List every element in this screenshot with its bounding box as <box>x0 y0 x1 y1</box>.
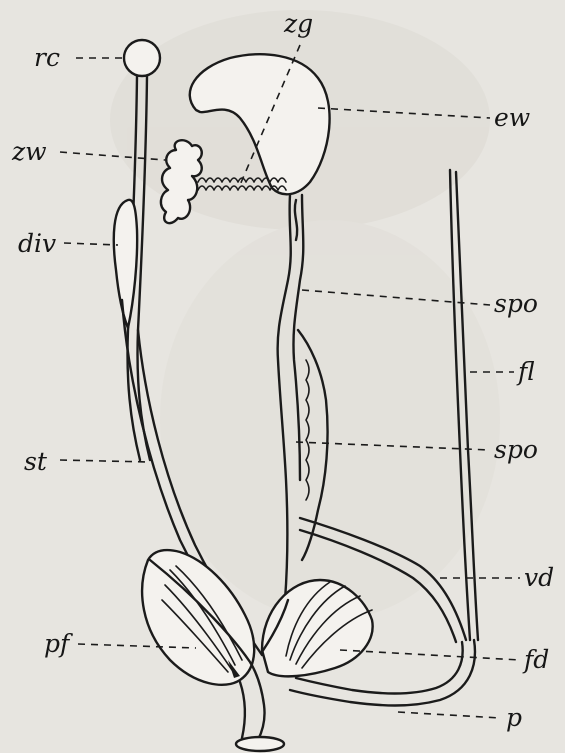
label-zw: zw <box>11 137 47 166</box>
label-fd: fd <box>522 645 549 674</box>
label-pf: pf <box>44 629 73 658</box>
genital-opening <box>236 737 284 751</box>
label-vd: vd <box>524 563 554 592</box>
label-spo-upper: spo <box>494 289 538 318</box>
label-div: div <box>18 229 56 258</box>
label-ew: ew <box>494 103 530 132</box>
label-fl: fl <box>516 357 535 386</box>
label-rc: rc <box>34 43 60 72</box>
label-spo-lower: spo <box>494 435 538 464</box>
label-p: p <box>506 703 522 732</box>
diverticulum <box>114 200 137 328</box>
label-zg: zg <box>283 9 313 38</box>
label-st: st <box>24 447 48 476</box>
